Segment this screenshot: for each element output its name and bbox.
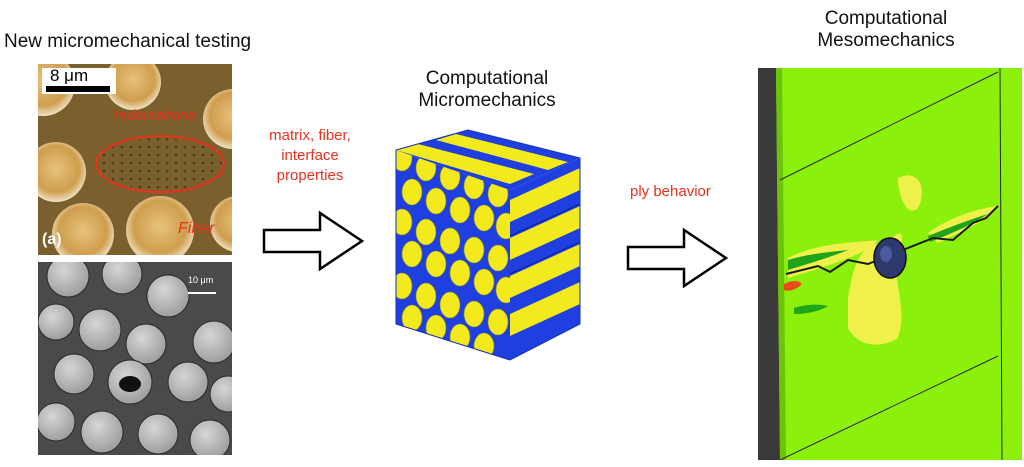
afm-fibers — [38, 64, 232, 255]
stress-field-dark-green — [788, 214, 988, 314]
stress-field-red — [784, 281, 802, 291]
sem-fibers — [38, 262, 232, 455]
afm-scale-label: 8 μm — [50, 66, 89, 85]
micromechanics-heading: Computational Micromechanics — [392, 68, 582, 112]
micromechanical-testing-heading: New micromechanical testing — [4, 31, 252, 52]
micromechanics-heading-line1: Computational — [425, 68, 549, 89]
arrow-to-micromechanics — [262, 210, 365, 272]
afm-panel-label: (a) — [42, 231, 62, 248]
micromechanics-heading-line2: Micromechanics — [418, 90, 556, 111]
sem-image-panel: 10 μm — [38, 262, 232, 455]
arrow-to-mesomechanics — [626, 227, 729, 289]
mesomechanics-heading: Computational Mesomechanics — [786, 8, 986, 52]
afm-scale-bar — [46, 86, 110, 92]
mesomechanics-simulation — [758, 68, 1022, 460]
fiber-label: Fiber — [178, 220, 215, 237]
material-properties-line3: properties — [276, 167, 344, 184]
ply-behavior-label: ply behavior — [630, 183, 711, 200]
rve-front-face — [396, 150, 510, 360]
indentations-label: Indentations — [114, 107, 196, 124]
material-properties-line2: interface — [281, 147, 339, 164]
sem-hole — [119, 376, 141, 392]
sem-image — [38, 262, 232, 455]
indentations-ellipse — [95, 135, 225, 193]
mesomechanics-heading-line1: Computational — [824, 8, 948, 29]
sem-scale-bar — [188, 292, 216, 294]
material-properties-line1: matrix, fiber, — [269, 127, 351, 144]
rve-side-face — [510, 158, 580, 360]
sem-scale-label: 10 μm — [188, 275, 214, 285]
afm-image — [38, 64, 232, 255]
rve-cube — [395, 129, 581, 361]
afm-image-panel: 8 μm Indentations Fiber (a) — [38, 64, 232, 255]
material-properties-label: matrix, fiber, interface properties — [244, 126, 376, 186]
mesomechanics-heading-line2: Mesomechanics — [817, 30, 955, 51]
